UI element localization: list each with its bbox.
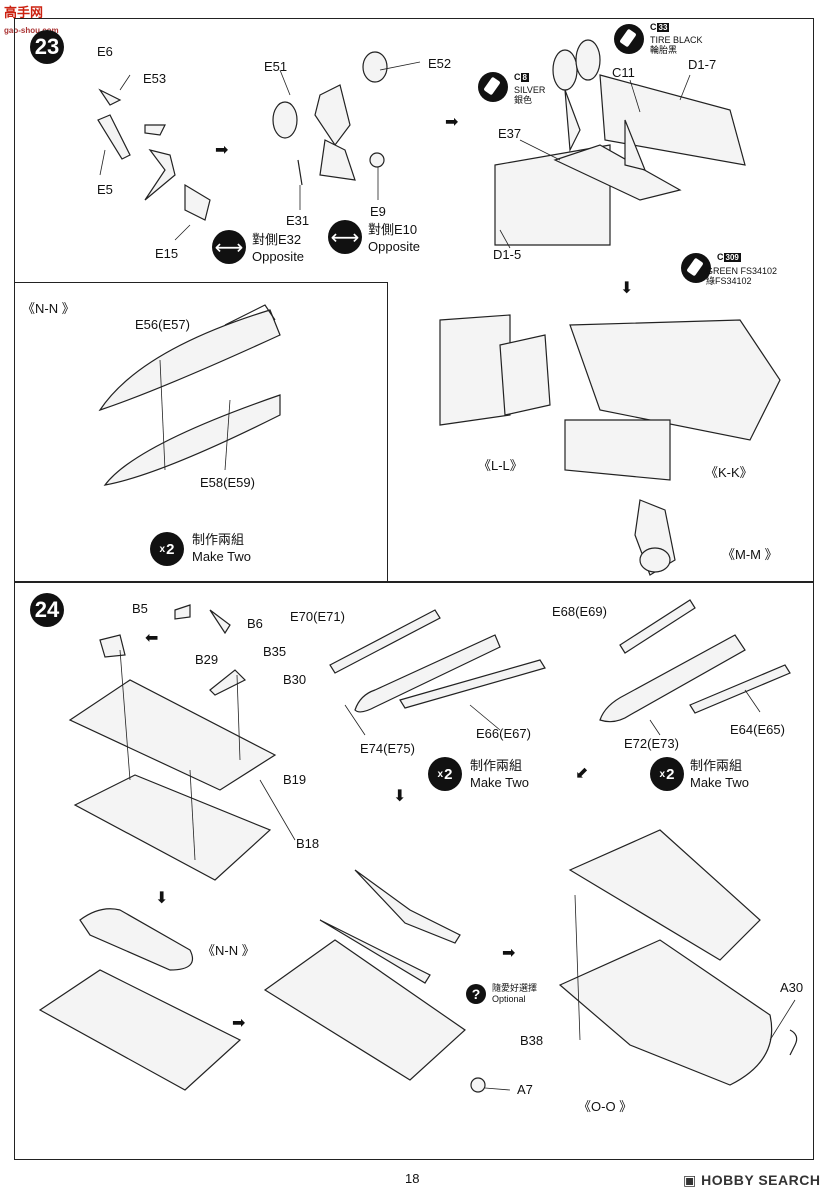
arrow-right-icon: ➡ xyxy=(232,1015,246,1032)
part-label-e74: E74(E75) xyxy=(360,741,415,756)
part-label-e15: E15 xyxy=(155,246,179,261)
arrow-down-icon: ⬇ xyxy=(155,890,169,907)
part-label-d1-7: D1-7 xyxy=(688,57,717,72)
make-two-left-en: Make Two xyxy=(470,775,530,790)
opposite-icon: ⟷ xyxy=(328,220,362,254)
step24-oo-ref: 《O-O 》 xyxy=(578,1099,633,1114)
part-label-e64: E64(E65) xyxy=(730,722,785,737)
subassy-kk-label: 《K-K》 xyxy=(705,465,753,480)
make-two-cn: 制作兩組 xyxy=(192,532,245,547)
hobby-search-icon: ▣ xyxy=(683,1172,697,1188)
part-label-e9: E9 xyxy=(370,204,386,219)
make-two-right-cn: 制作兩組 xyxy=(690,758,743,773)
subassy-mm-label: 《M-M 》 xyxy=(722,547,778,562)
site-watermark: 高手网 gao-shou.com xyxy=(4,2,59,36)
part-label-e37: E37 xyxy=(498,126,522,141)
arrow-right-icon: ➡ xyxy=(445,114,459,131)
arrow-right-icon: ➡ xyxy=(215,142,229,159)
part-label-c11: C11 xyxy=(612,65,635,80)
optional-icon: ? xyxy=(466,984,486,1004)
opposite-left-cn: 對側E32 xyxy=(252,232,302,247)
part-label-b18: B18 xyxy=(296,836,320,851)
part-label-e52: E52 xyxy=(428,56,452,71)
part-label-e72: E72(E73) xyxy=(624,736,679,751)
make-two-right-en: Make Two xyxy=(690,775,750,790)
subassy-ll-label: 《L-L》 xyxy=(478,458,523,473)
nn-panel-frame xyxy=(14,282,388,582)
part-label-a7: A7 xyxy=(517,1082,533,1097)
part-label-e5: E5 xyxy=(97,182,113,197)
paint-brush-icon xyxy=(681,253,711,283)
opposite-icon: ⟷ xyxy=(212,230,246,264)
watermark-url: gao-shou.com xyxy=(4,26,59,35)
part-label-e66: E66(E67) xyxy=(476,726,531,741)
nn-panel-title: 《N-N 》 xyxy=(22,301,75,316)
step-23-number: 23 xyxy=(30,30,64,64)
part-label-b19: B19 xyxy=(283,772,307,787)
part-label-e56: E56(E57) xyxy=(135,317,190,332)
make-two-en: Make Two xyxy=(192,549,252,564)
part-label-b5: B5 xyxy=(132,601,148,616)
part-label-b38: B38 xyxy=(520,1033,544,1048)
paint-brush-icon xyxy=(614,24,644,54)
step24-frame xyxy=(14,582,814,1160)
paint-brush-icon xyxy=(478,72,508,102)
part-label-e70: E70(E71) xyxy=(290,609,345,624)
part-label-d1-5: D1-5 xyxy=(493,247,522,262)
page-number: 18 xyxy=(405,1171,420,1186)
optional-cn: 隨愛好選擇 xyxy=(492,983,538,993)
arrow-down-left-icon: ⬋ xyxy=(575,765,589,782)
part-label-a30: A30 xyxy=(780,980,804,995)
part-label-e6: E6 xyxy=(97,44,113,59)
step-24-number: 24 xyxy=(30,593,64,627)
arrow-down-icon: ⬇ xyxy=(620,280,634,297)
opposite-left-en: Opposite xyxy=(252,249,305,264)
step24-nn-ref: 《N-N 》 xyxy=(202,943,255,958)
part-label-b35: B35 xyxy=(263,644,287,659)
arrow-down-icon: ⬇ xyxy=(393,788,407,805)
part-label-b6: B6 xyxy=(247,616,263,631)
hobby-search-logo: ▣ HOBBY SEARCH xyxy=(683,1172,821,1188)
part-label-e31: E31 xyxy=(286,213,310,228)
part-label-e53: E53 xyxy=(143,71,167,86)
part-label-e58: E58(E59) xyxy=(200,475,255,490)
part-label-e68: E68(E69) xyxy=(552,604,607,619)
part-label-b30: B30 xyxy=(283,672,307,687)
opposite-right-en: Opposite xyxy=(368,239,421,254)
arrow-left-icon: ⬅ xyxy=(145,630,159,647)
part-label-e51: E51 xyxy=(264,59,288,74)
opposite-right-cn: 對側E10 xyxy=(368,222,418,237)
part-label-b29: B29 xyxy=(195,652,219,667)
watermark-text: 高手网 xyxy=(4,5,44,20)
optional-en: Optional xyxy=(492,994,526,1004)
make-two-left-cn: 制作兩組 xyxy=(470,758,523,773)
arrow-right-icon: ➡ xyxy=(502,945,516,962)
